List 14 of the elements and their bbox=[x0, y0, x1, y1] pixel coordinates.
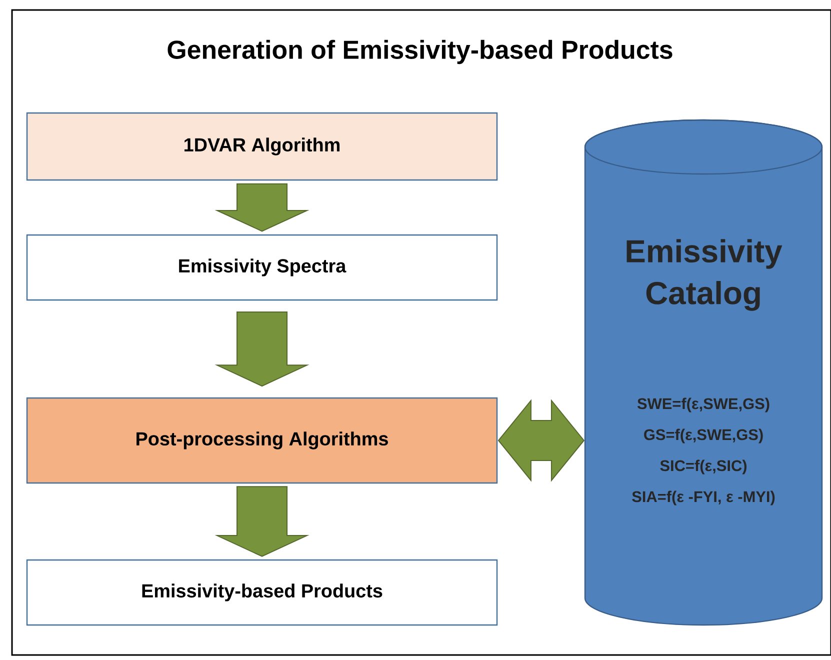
formula-text: GS=f(ε,SWE,GS) bbox=[644, 428, 763, 444]
block-arrow bbox=[214, 183, 310, 232]
block-arrow bbox=[214, 311, 310, 387]
process-box: Emissivity-based Products bbox=[26, 559, 498, 626]
formula-text: SIC=f(ε,SIC) bbox=[660, 460, 747, 474]
block-arrow bbox=[498, 399, 585, 482]
block-arrow bbox=[214, 486, 310, 557]
process-box: Post-processing Algorithms bbox=[26, 397, 498, 484]
cylinder-title: Emissivity Catalog bbox=[626, 239, 782, 311]
process-box: 1DVAR Algorithm bbox=[26, 112, 498, 181]
process-box: Emissivity Spectra bbox=[26, 234, 498, 301]
title: Generation of Emissivity-based Products bbox=[168, 40, 672, 64]
formula-text: SWE=f(ε,SWE,GS) bbox=[637, 398, 770, 412]
formula-text: SIA=f(ε -FYI, ε -MYI) bbox=[632, 490, 775, 506]
